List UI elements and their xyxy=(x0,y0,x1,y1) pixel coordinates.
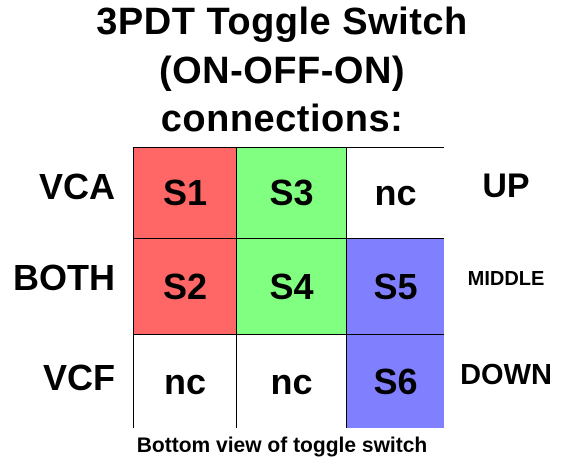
grid-cell-r2c1: S2 xyxy=(134,239,236,334)
position-label-down: DOWN xyxy=(460,359,552,391)
grid-cell-r1c2: S3 xyxy=(237,148,346,238)
grid-cell-r3c2: nc xyxy=(237,335,346,428)
title-line-1: 3PDT Toggle Switch xyxy=(96,1,468,43)
grid-cell-r3c1: nc xyxy=(134,335,236,428)
grid-cell-r1c1: S1 xyxy=(134,148,236,238)
title-line-3: connections: xyxy=(160,98,404,140)
grid-cell-r1c3: nc xyxy=(347,148,444,238)
switch-connection-grid: S1 S3 nc S2 S4 S5 nc nc S6 xyxy=(133,147,444,428)
grid-cell-r3c3: S6 xyxy=(347,335,444,428)
grid-cell-r2c3: S5 xyxy=(347,239,444,334)
title-line-2: (ON-OFF-ON) xyxy=(158,50,406,92)
caption: Bottom view of toggle switch xyxy=(136,434,428,457)
row-label-vcf: VCF xyxy=(43,357,115,398)
position-label-up: UP xyxy=(482,167,530,205)
row-label-both: BOTH xyxy=(13,257,115,298)
grid-cell-r2c2: S4 xyxy=(237,239,346,334)
row-label-vca: VCA xyxy=(38,166,115,207)
position-label-middle: MIDDLE xyxy=(467,268,545,290)
